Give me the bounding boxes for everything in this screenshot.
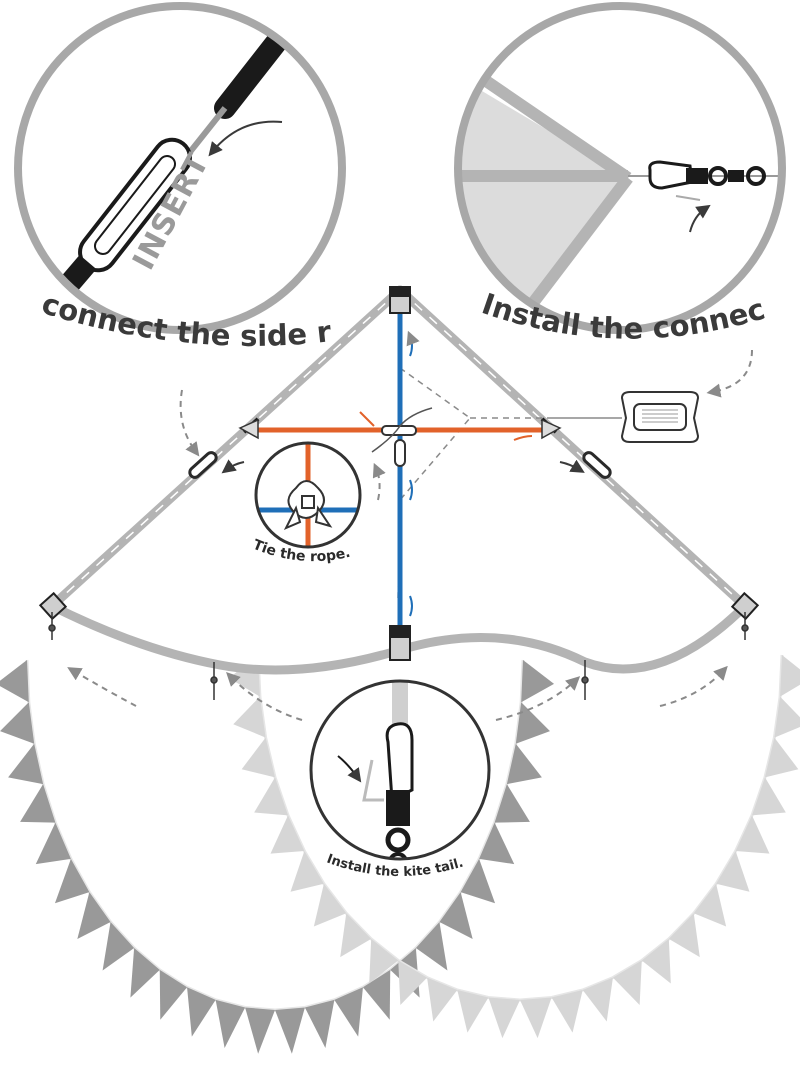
pennant-flag [520,997,552,1039]
line-winder-icon [548,391,700,443]
pennant-flag [270,815,305,854]
pennant-flag [290,850,324,892]
install-tail-detail [309,679,491,861]
pennant-flag [506,743,542,785]
pennant-flag [582,977,613,1022]
kite-tail-left [0,659,555,1054]
pennant-flag [479,822,515,865]
pennant-flag [362,969,391,1020]
pennant-flag [159,969,188,1020]
pennant-flag [764,737,799,778]
pennant-flag [668,913,700,958]
kite-tail-right [229,654,800,1039]
pennant-flag [427,977,458,1022]
pennant-flag [20,784,56,823]
pennant-flag [774,696,800,738]
pennant-flag [275,1007,305,1054]
pennant-flag [340,913,372,958]
pennant-flag [751,777,786,816]
left-cap [38,591,68,621]
rod-connector-icon [582,451,612,479]
pennant-flag [233,696,266,738]
bottom-cap [389,625,411,661]
pennant-flag [515,702,550,744]
pennant-flag [415,921,448,971]
pennant-flag [551,989,583,1033]
pennant-flag [488,997,520,1039]
spar-arrows [359,330,533,617]
pennant-flag [460,858,496,904]
left-side-rod [47,285,405,611]
pennant-flag [716,850,750,892]
pennant-flag [780,655,800,697]
install-connector-detail [454,2,786,334]
top-cap [389,286,411,314]
pennant-flag [8,743,44,785]
pennant-flag [521,660,555,703]
pennant-flag [313,883,347,927]
pennant-flag [641,938,671,984]
rod-connector-icon [188,451,218,479]
pennant-flag [369,938,399,984]
pennant-flag [54,858,90,904]
pennant-flag [334,987,363,1037]
pennant-flag [254,777,289,816]
pennant-flag [241,737,276,778]
pennant-flag [398,960,428,1006]
pennant-flag [130,948,160,998]
pennant-flag [0,702,35,744]
pennant-flag [304,999,335,1049]
connect-rods-detail: INSERT [14,2,346,334]
right-cap [730,591,760,621]
tail-clip-icon [362,722,414,859]
pennant-flag [77,892,111,939]
pennant-flag [187,987,216,1037]
pennant-flag [215,999,246,1049]
pennant-flag [457,989,489,1033]
knot-icon [283,480,333,530]
pennant-flag [439,892,473,939]
pennant-flag [494,784,530,823]
tie-rope-detail [254,441,362,549]
kite-frame [38,285,760,700]
pennant-flag [102,921,135,971]
pennant-flag [35,822,71,865]
swivel-clip-icon [648,160,766,190]
pennant-flag [245,1007,275,1054]
pennant-flag [693,883,727,927]
pennant-flag [612,960,642,1006]
pennant-flag [735,815,770,854]
pennant-flag [0,660,29,703]
